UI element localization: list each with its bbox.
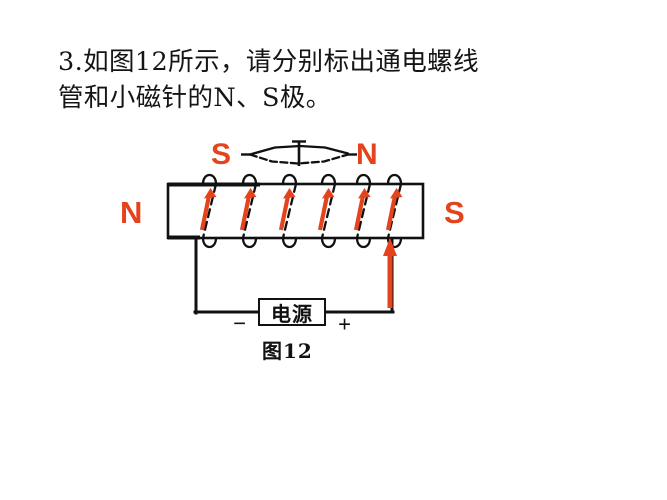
winding-top-loop xyxy=(281,173,298,186)
winding-back-line xyxy=(320,182,337,240)
current-arrow-shaft xyxy=(278,195,291,231)
solenoid-windings xyxy=(201,173,403,249)
current-arrow-shaft xyxy=(385,195,398,231)
winding-back-line xyxy=(281,182,298,240)
physics-figure: S N N S − 电源 + 图12 xyxy=(0,120,667,380)
question-text: 3.如图12所示，请分别标出通电螺线 管和小磁针的N、S极。 xyxy=(58,47,479,113)
current-arrow-head xyxy=(244,188,257,199)
power-source-box: 电源 xyxy=(258,298,326,326)
winding-bottom-loop xyxy=(201,236,218,249)
winding-top-loop xyxy=(241,173,258,186)
current-arrow-shaft xyxy=(317,195,330,231)
figure-svg xyxy=(166,140,425,315)
solenoid-pole-label-left: N xyxy=(120,195,143,230)
compass-pole-label-left: S xyxy=(211,138,232,171)
current-arrow-shaft xyxy=(239,195,252,231)
winding-bottom-loop xyxy=(281,236,298,249)
current-arrow-head xyxy=(390,188,403,199)
winding-back-line xyxy=(201,182,218,240)
compass-pole-label-right: N xyxy=(356,138,378,171)
winding-back-line xyxy=(241,182,258,240)
winding-bottom-loop xyxy=(386,236,403,249)
current-arrows xyxy=(199,188,403,231)
lead-current-arrow-head xyxy=(383,238,397,256)
figure-caption: 图12 xyxy=(262,339,313,363)
lead-current-arrow xyxy=(383,238,397,308)
solenoid-pole-label-right: S xyxy=(444,195,465,230)
power-source-positive-terminal: + xyxy=(338,312,352,337)
winding-top-loop xyxy=(355,173,372,186)
power-source-negative-terminal: − xyxy=(233,311,247,336)
current-arrow-head xyxy=(204,188,217,199)
winding-bottom-loop xyxy=(320,236,337,249)
winding-back-line xyxy=(355,182,372,240)
winding-top-loop xyxy=(201,173,218,186)
current-arrow-head xyxy=(322,188,335,199)
current-arrow-head xyxy=(358,188,371,199)
current-arrow-head xyxy=(283,188,296,199)
winding-bottom-loop xyxy=(355,236,372,249)
winding-top-loop xyxy=(320,173,337,186)
current-arrow-shaft xyxy=(353,195,366,231)
compass-needle xyxy=(241,140,357,166)
current-arrow-shaft xyxy=(199,195,212,231)
winding-bottom-loop xyxy=(241,236,258,249)
winding-top-loop xyxy=(386,173,403,186)
